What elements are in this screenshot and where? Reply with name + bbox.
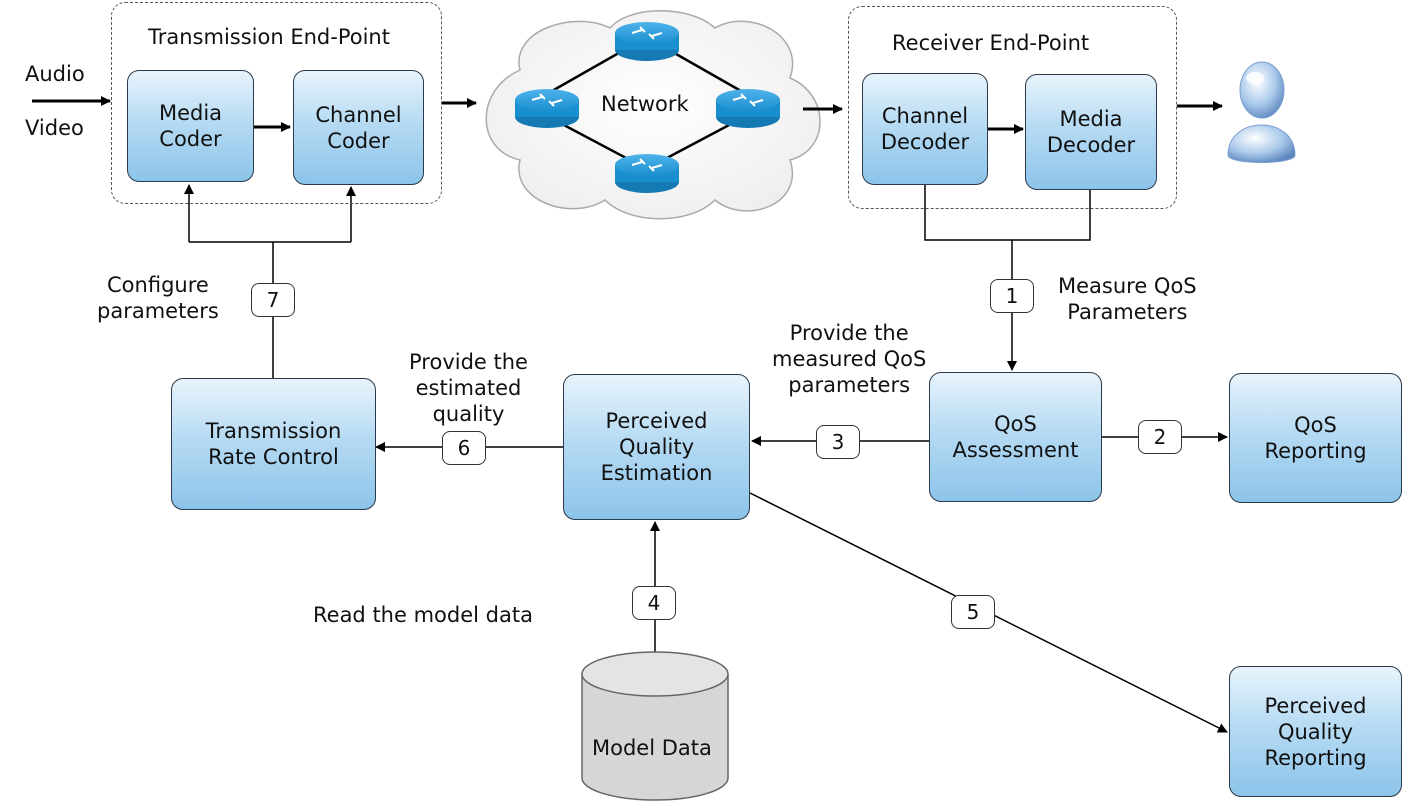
receiver-endpoint-frame (848, 6, 1177, 209)
video-label: Video (25, 116, 84, 140)
router-top-icon (615, 22, 679, 61)
step-badge-6: 6 (442, 431, 486, 465)
step-badge-7: 7 (251, 283, 295, 317)
router-bottom-icon (615, 154, 679, 193)
measure-qos-annotation: Measure QoS Parameters (1058, 274, 1197, 324)
perceived-quality-estimation-box[interactable]: Perceived Quality Estimation (563, 374, 750, 520)
qos-reporting-box[interactable]: QoS Reporting (1229, 373, 1402, 503)
step-badge-3: 3 (816, 425, 860, 459)
qos-assessment-box[interactable]: QoS Assessment (929, 372, 1102, 502)
network-cloud (485, 10, 821, 220)
step-badge-5: 5 (951, 595, 995, 629)
receiver-endpoint-title: Receiver End-Point (892, 31, 1090, 55)
transmission-rate-control-box[interactable]: Transmission Rate Control (171, 378, 376, 510)
perceived-quality-reporting-box[interactable]: Perceived Quality Reporting (1229, 666, 1402, 797)
configure-parameters-annotation: Configure parameters (97, 273, 219, 323)
transmission-endpoint-frame (111, 2, 442, 204)
step-badge-1: 1 (990, 279, 1034, 313)
model-data-cylinder (581, 651, 729, 801)
provide-measured-annotation: Provide the measured QoS parameters (772, 321, 927, 397)
model-data-label: Model Data (592, 736, 712, 760)
router-right-icon (716, 89, 780, 128)
top-flow-arrows (32, 96, 1223, 134)
provide-estimated-annotation: Provide the estimated quality (409, 350, 528, 426)
audio-label: Audio (25, 62, 85, 86)
step-badge-4: 4 (632, 586, 676, 620)
channel-coder-box[interactable]: Channel Coder (293, 70, 424, 185)
channel-decoder-box[interactable]: Channel Decoder (862, 73, 988, 185)
user-icon (1227, 61, 1296, 163)
router-left-icon (515, 89, 579, 128)
media-coder-box[interactable]: Media Coder (127, 70, 254, 182)
read-model-annotation: Read the model data (313, 603, 533, 627)
network-label: Network (601, 92, 689, 116)
media-decoder-box[interactable]: Media Decoder (1025, 74, 1157, 190)
step-badge-2: 2 (1138, 420, 1182, 454)
transmission-endpoint-title: Transmission End-Point (148, 25, 390, 49)
